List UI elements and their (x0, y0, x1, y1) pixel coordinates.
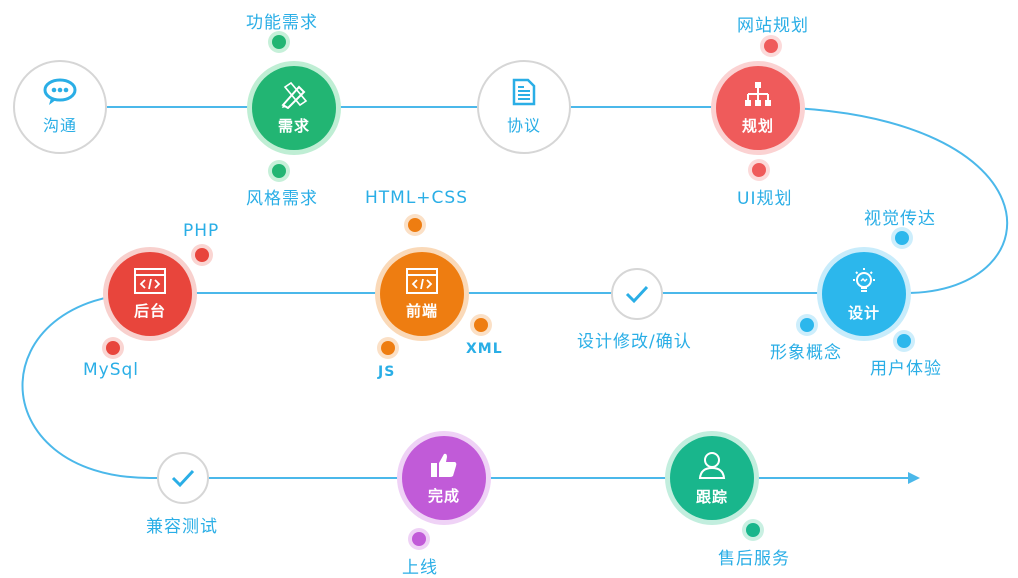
node-label: 规划 (741, 116, 774, 135)
dot-shangxian (408, 528, 430, 550)
label-php: PHP (183, 221, 220, 241)
label-yonghu: 用户体验 (870, 359, 942, 379)
node-label: 设计 (847, 303, 880, 322)
node-xuqiu[interactable]: 需求 (247, 61, 341, 155)
dot-fengge (268, 160, 290, 182)
node-queren[interactable] (611, 268, 663, 320)
dot-wangzhan (760, 35, 782, 57)
dot-gongneng (268, 31, 290, 53)
chat-bubble-icon (43, 78, 77, 105)
dot-shouhou (742, 519, 764, 541)
label-js: JS (378, 364, 396, 380)
node-label: 协议 (506, 116, 541, 135)
check-icon (625, 285, 649, 304)
node-qianduan[interactable]: 前端 (375, 247, 469, 341)
label-ui: UI规划 (737, 189, 793, 209)
node-label: 前端 (405, 301, 438, 320)
pencil-ruler-icon (281, 81, 308, 109)
dot-shijue (891, 227, 913, 249)
label-gongneng: 功能需求 (246, 13, 318, 33)
lightbulb-icon (853, 267, 875, 292)
label-mysql: MySql (83, 360, 140, 380)
node-wancheng[interactable]: 完成 (397, 431, 491, 525)
node-goutong[interactable]: 沟通 (13, 60, 107, 154)
thumbs-up-icon (431, 453, 457, 477)
label-xml: XML (466, 341, 503, 357)
node-label: 完成 (427, 486, 460, 505)
code-window-icon (134, 267, 166, 294)
node-jianrong[interactable] (157, 452, 209, 504)
node-xieyi[interactable]: 协议 (477, 60, 571, 154)
node-label: 需求 (277, 116, 310, 135)
dot-ui (748, 159, 770, 181)
node-label: 后台 (133, 301, 166, 320)
dot-xingxiang (796, 314, 818, 336)
check-icon (171, 469, 195, 488)
dot-php (191, 244, 213, 266)
label-shangxian: 上线 (402, 558, 438, 578)
code-window-icon (406, 267, 438, 294)
sitemap-icon (745, 81, 771, 106)
node-guihua[interactable]: 规划 (711, 61, 805, 155)
label-queren: 设计修改/确认 (577, 332, 692, 352)
dot-xml (470, 314, 492, 336)
node-sheji[interactable]: 设计 (817, 247, 911, 341)
label-shouhou: 售后服务 (718, 549, 790, 569)
label-htmlcss: HTML+CSS (365, 188, 469, 208)
label-xingxiang: 形象概念 (770, 343, 842, 363)
node-houtai[interactable]: 后台 (103, 247, 197, 341)
label-shijue: 视觉传达 (864, 209, 936, 229)
label-jianrong: 兼容测试 (146, 517, 218, 537)
label-wangzhan: 网站规划 (737, 16, 809, 36)
dot-js (377, 337, 399, 359)
label-fengge: 风格需求 (246, 189, 318, 209)
node-label: 沟通 (42, 116, 77, 135)
dot-yonghu (893, 330, 915, 352)
document-icon (512, 78, 536, 106)
dot-mysql (102, 337, 124, 359)
node-genzong[interactable]: 跟踪 (665, 431, 759, 525)
user-icon (698, 451, 726, 479)
dot-htmlcss (404, 214, 426, 236)
node-label: 跟踪 (695, 487, 728, 506)
